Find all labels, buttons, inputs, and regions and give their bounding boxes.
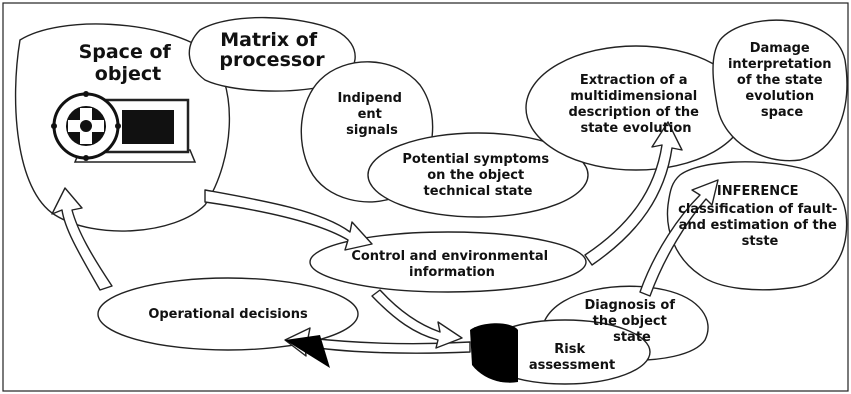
label-extraction: Extraction of a multidimensional descrip… [568,73,703,136]
arrow-decisions-to-object [51,187,113,291]
risk-shadow-shape [470,323,518,383]
arrowhead-decisions [285,335,330,368]
label-control-info: Control and environmental information [351,249,552,280]
bubble-operational-decisions [97,277,359,351]
arrow-diagnosis-up [639,179,719,297]
arrow-control-to-risk [371,289,463,349]
bubble-control-info [309,231,587,293]
bubble-damage-interpretation [712,19,848,162]
arrow-object-to-control [204,189,373,251]
label-space-of-object: Space of object [79,41,178,85]
label-damage-interpretation: Damage interpretation of the state evolu… [728,41,836,120]
label-matrix-of-processor: Matrix of processor [219,29,325,71]
electric-motor-icon [51,91,197,163]
label-operational-decisions: Operational decisions [148,307,308,322]
label-inference: INFERENCE classification of fault- and e… [678,184,842,249]
label-risk-assessment: Risk assessment [529,342,615,373]
label-independent-signals: Indipend ent signals [337,91,406,138]
bubble-potential-symptoms [367,132,589,218]
label-diagnosis: Diagnosis of the object state [584,298,679,345]
arrow-risk-to-decisions [284,327,471,357]
arrow-control-to-extraction [584,121,683,266]
label-potential-symptoms: Potential symptoms on the object technic… [402,152,553,199]
